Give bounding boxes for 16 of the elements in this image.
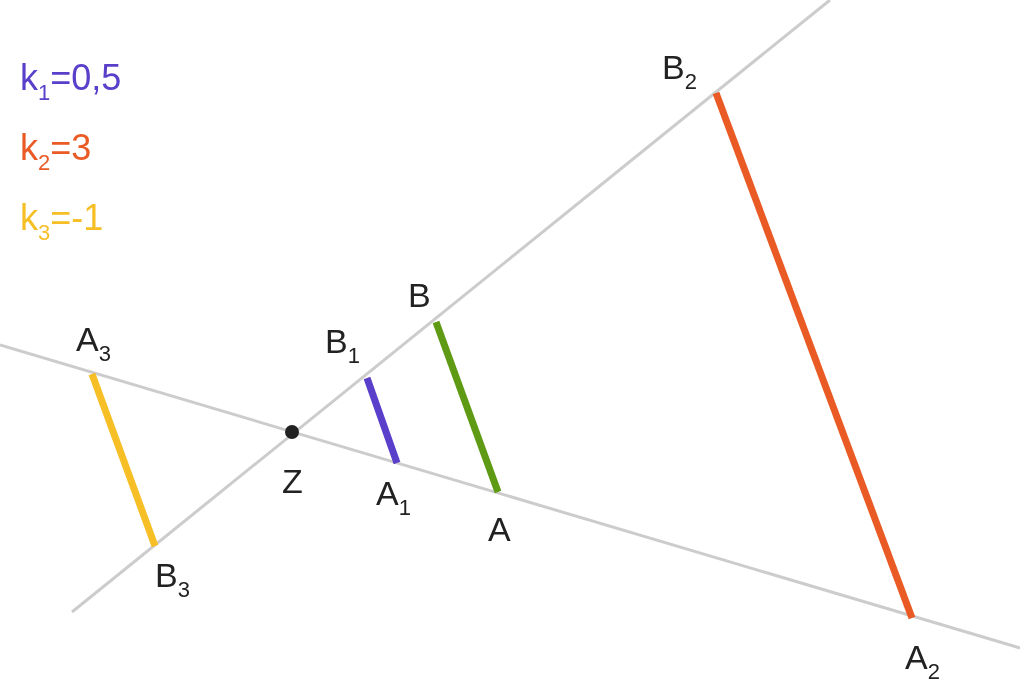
point-label: A$_{3}$ <box>76 320 111 374</box>
line-segment <box>432 320 502 494</box>
point-label: A$_{1}$ <box>376 463 411 518</box>
point-label: B$_{2}$ <box>662 48 701 93</box>
scale-factor-label: k$_{3}$=-1 <box>20 198 104 247</box>
point-label: B$_{3}$ <box>155 546 190 600</box>
point-label: Z <box>282 432 303 506</box>
line-segment <box>88 372 159 548</box>
point-label: B <box>408 276 433 322</box>
scale-factor-label: k$_{1}$=0,5 <box>20 58 122 107</box>
line-segment <box>712 91 916 620</box>
point-label: A$_{2}$ <box>905 618 940 682</box>
line-segment <box>363 376 401 465</box>
point-label: A <box>488 492 511 554</box>
point-label: B$_{1}$ <box>325 322 360 378</box>
scale-factor-label: k$_{2}$=3 <box>20 128 92 177</box>
